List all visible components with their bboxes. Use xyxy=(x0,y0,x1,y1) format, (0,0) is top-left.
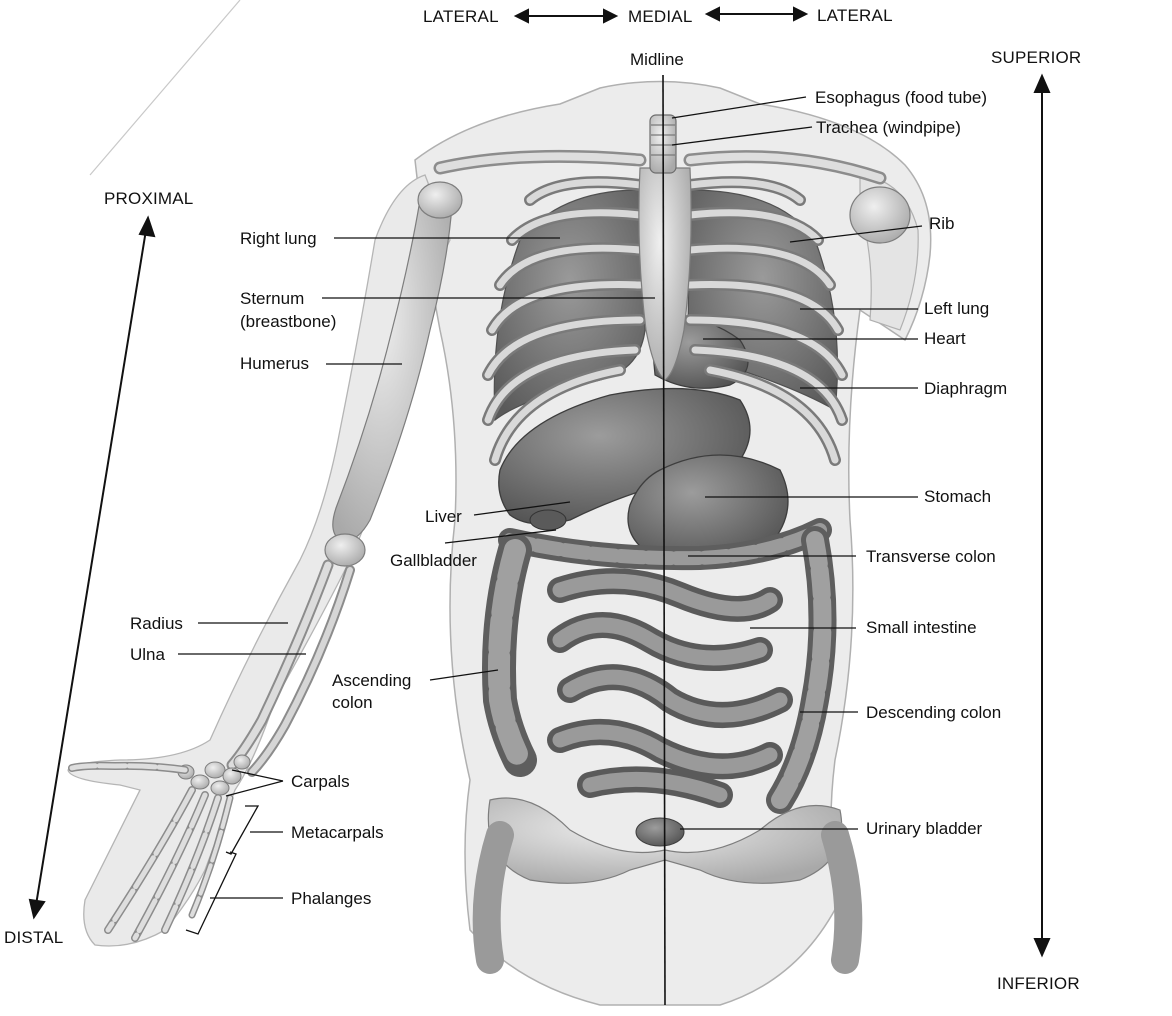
phalanges-label: Phalanges xyxy=(291,889,372,908)
leader-carpals-b xyxy=(225,780,284,797)
diaphragm-label: Diaphragm xyxy=(924,379,1008,398)
carpal-bones xyxy=(177,754,251,796)
humerus-head xyxy=(417,181,463,219)
carpals-label: Carpals xyxy=(291,772,350,791)
ascending-colon-highlight xyxy=(488,539,531,771)
distal-label: DISTAL xyxy=(4,928,64,947)
sternum-bone xyxy=(638,167,692,381)
transverse-colon-label: Transverse colon xyxy=(866,547,996,566)
finger-bones xyxy=(104,786,234,942)
leader-rib xyxy=(789,225,923,243)
gallbladder-shape xyxy=(529,509,567,531)
ascending-colon-sub-label: colon xyxy=(332,693,373,712)
pelvis-bone xyxy=(487,797,843,884)
metacarpals-bracket xyxy=(225,805,260,855)
left-clavicle-highlight xyxy=(686,152,884,182)
urinary-bladder-shape xyxy=(635,817,685,847)
heart-label: Heart xyxy=(924,329,966,348)
small-intestine-coils xyxy=(547,568,793,808)
ulna-label: Ulna xyxy=(130,645,165,664)
left-humerus-head xyxy=(849,186,911,244)
right-clavicle-highlight xyxy=(436,152,644,172)
rib-cage xyxy=(482,176,848,466)
superior-inferior-arrow xyxy=(1033,73,1051,958)
humerus-label: Humerus xyxy=(240,354,309,373)
leader-esophagus xyxy=(671,96,807,119)
right-femur xyxy=(472,821,514,974)
descending-colon-label: Descending colon xyxy=(866,703,1002,722)
gallbladder-label: Gallbladder xyxy=(390,551,477,570)
transverse-colon-highlight xyxy=(503,523,827,566)
leader-liver xyxy=(473,501,571,516)
thumb-bones-highlight xyxy=(69,763,188,773)
esophagus-label: Esophagus (food tube) xyxy=(815,88,988,107)
lateral-medial-arrows xyxy=(513,6,809,24)
left-femur xyxy=(821,821,863,974)
inferior-label: INFERIOR xyxy=(997,974,1080,993)
ulna-bone-highlight xyxy=(249,567,353,775)
radius-label: Radius xyxy=(130,614,183,633)
lateral-left-label: LATERAL xyxy=(423,7,499,26)
leader-ascending-colon xyxy=(429,669,499,681)
leader-lines xyxy=(178,96,923,935)
ascending-colon-label: Ascending xyxy=(332,671,412,690)
leader-trachea xyxy=(671,126,813,146)
humerus-bone xyxy=(332,195,453,542)
urinary-bladder-label: Urinary bladder xyxy=(866,819,983,838)
sternum-label: Sternum xyxy=(240,289,305,308)
proximal-distal-arrow xyxy=(28,215,156,920)
scan-edge-line xyxy=(89,0,241,176)
trachea-label: Trachea (windpipe) xyxy=(816,118,961,137)
small-intestine-label: Small intestine xyxy=(866,618,977,637)
lateral-right-label: LATERAL xyxy=(817,6,893,25)
liver-label: Liver xyxy=(425,507,462,526)
midline-label: Midline xyxy=(630,50,684,69)
right-lung-label: Right lung xyxy=(240,229,317,248)
midline-line xyxy=(662,74,666,1006)
metacarpals-label: Metacarpals xyxy=(291,823,384,842)
leader-carpals-a xyxy=(231,769,284,782)
elbow-joint xyxy=(324,533,366,567)
left-lung-label: Left lung xyxy=(924,299,990,318)
rib-label: Rib xyxy=(929,214,955,233)
leader-gallbladder xyxy=(444,529,557,544)
radius-bone-highlight xyxy=(228,561,332,769)
medial-label: MEDIAL xyxy=(628,7,693,26)
phalanges-bracket xyxy=(185,851,237,935)
descending-colon-highlight xyxy=(771,531,832,809)
proximal-label: PROXIMAL xyxy=(104,189,194,208)
sternum-sub-label: (breastbone) xyxy=(240,312,337,331)
stomach-label: Stomach xyxy=(924,487,992,506)
right-arm-skin xyxy=(67,174,451,947)
superior-label: SUPERIOR xyxy=(991,48,1082,67)
